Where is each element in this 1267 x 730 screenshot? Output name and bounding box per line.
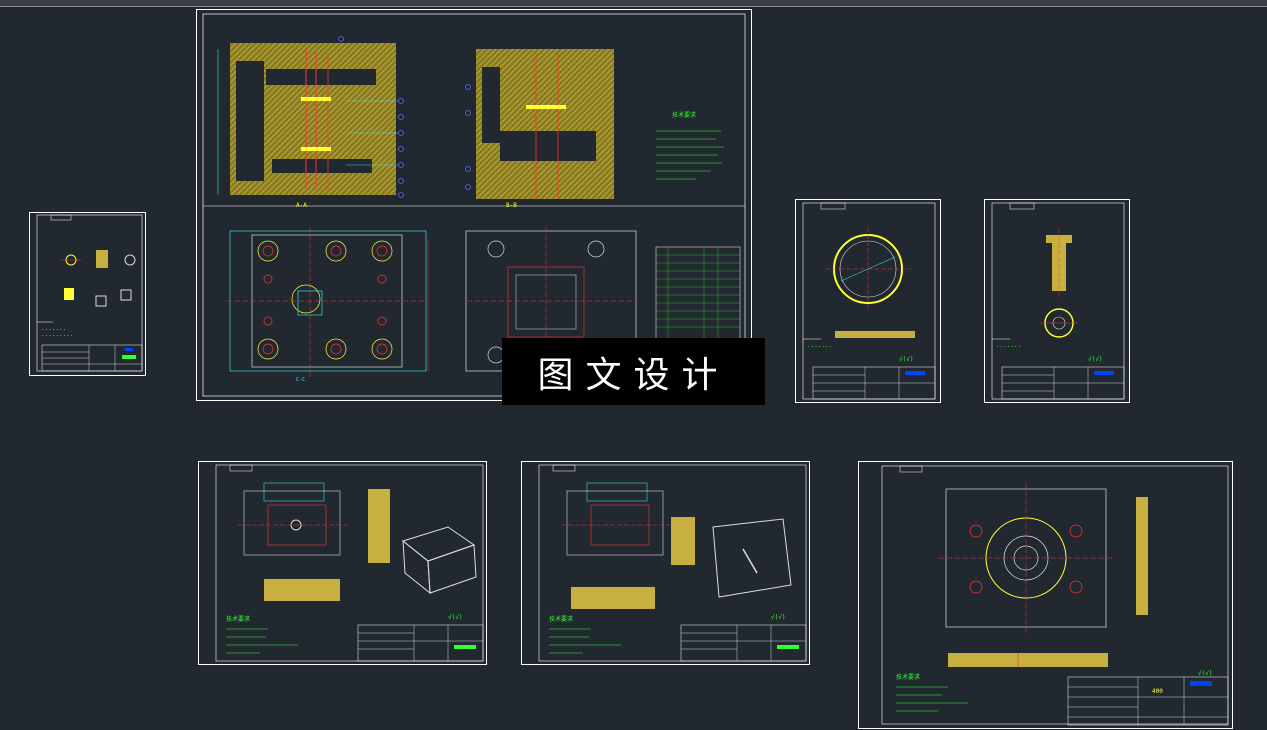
part-notes: 技术要求 — [896, 673, 920, 681]
sheet-sprue-part[interactable]: ....... √(√) — [984, 199, 1130, 403]
svg-text:.......: ....... — [996, 342, 1021, 349]
svg-text:400: 400 — [1152, 688, 1163, 695]
sheet-cavity-plate-1[interactable]: 技术要求 √(√) — [198, 461, 487, 665]
svg-text:B-B: B-B — [506, 202, 517, 209]
svg-text:技术要求: 技术要求 — [226, 615, 250, 623]
svg-text:.......: ....... — [41, 325, 66, 332]
sheet-main-assembly[interactable]: A-A B-B 技术要求 — [196, 9, 752, 401]
svg-text:A-A: A-A — [296, 202, 307, 209]
watermark-banner: 图文设计 — [502, 338, 765, 405]
svg-text:C-C: C-C — [296, 377, 305, 383]
sheet-clamp-plate[interactable]: 技术要求 400 √(√) — [858, 461, 1233, 729]
svg-text:√(√): √(√) — [1198, 670, 1212, 677]
svg-text:√(√): √(√) — [771, 614, 785, 621]
sheet-small-left[interactable]: ....... ......... — [29, 212, 146, 376]
drawing-canvas[interactable]: ....... ......... — [0, 7, 1267, 730]
svg-text:技术要求: 技术要求 — [672, 111, 696, 119]
svg-text:√(√): √(√) — [448, 614, 462, 621]
svg-text:.........: ......... — [41, 331, 74, 338]
svg-text:√(√): √(√) — [899, 356, 913, 363]
svg-text:.......: ....... — [807, 342, 832, 349]
svg-text:技术要求: 技术要求 — [549, 615, 573, 623]
sheet-ring-part[interactable]: ....... √(√) — [795, 199, 941, 403]
sheet-cavity-plate-2[interactable]: 技术要求 √(√) — [521, 461, 810, 665]
toolbar-edge — [0, 0, 1267, 7]
svg-text:√(√): √(√) — [1088, 356, 1102, 363]
